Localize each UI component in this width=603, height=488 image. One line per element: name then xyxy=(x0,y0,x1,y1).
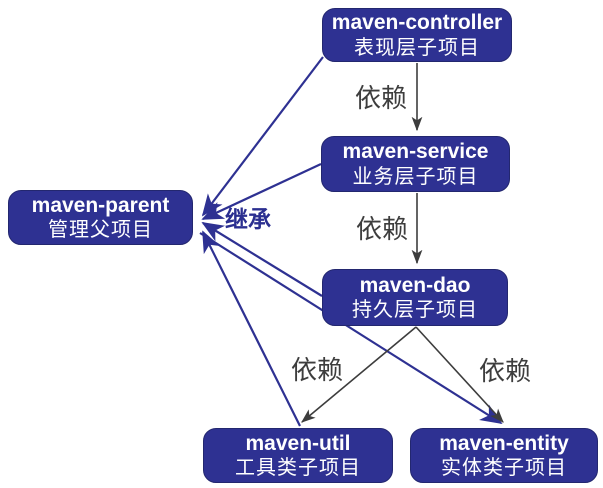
node-title: maven-util xyxy=(245,431,351,455)
edge-label-depend-dao-util: 依赖 xyxy=(291,355,343,385)
node-maven-dao: maven-dao 持久层子项目 xyxy=(322,269,508,326)
edge-parent-to-entity-inherit xyxy=(199,232,503,424)
edge-dao-to-entity-depend xyxy=(415,326,504,423)
node-title: maven-parent xyxy=(31,193,170,217)
node-title: maven-controller xyxy=(331,11,503,35)
node-subtitle: 业务层子项目 xyxy=(352,165,479,188)
node-title: maven-entity xyxy=(439,431,569,455)
node-title: maven-service xyxy=(342,140,489,164)
edge-label-inherit: 继承 xyxy=(225,206,271,232)
node-maven-service: maven-service 业务层子项目 xyxy=(321,136,510,192)
node-subtitle: 实体类子项目 xyxy=(441,457,567,480)
node-subtitle: 工具类子项目 xyxy=(235,457,361,480)
node-maven-util: maven-util 工具类子项目 xyxy=(203,428,393,483)
edge-service-to-parent-inherit xyxy=(201,163,322,220)
edge-label-depend-dao-entity: 依赖 xyxy=(479,356,531,386)
node-title: maven-dao xyxy=(359,273,471,297)
node-maven-controller: maven-controller 表现层子项目 xyxy=(322,8,512,62)
node-maven-parent: maven-parent 管理父项目 xyxy=(8,190,193,245)
node-maven-entity: maven-entity 实体类子项目 xyxy=(410,428,598,483)
node-subtitle: 表现层子项目 xyxy=(354,36,480,59)
node-subtitle: 管理父项目 xyxy=(48,219,153,242)
edge-dao-to-parent-inherit xyxy=(201,222,323,297)
edge-label-depend-service-dao: 依赖 xyxy=(356,214,408,244)
node-subtitle: 持久层子项目 xyxy=(352,299,478,322)
edge-label-depend-controller-service: 依赖 xyxy=(355,83,407,113)
edge-controller-to-parent-inherit xyxy=(201,56,324,217)
edge-util-to-parent-inherit xyxy=(202,230,301,427)
edge-dao-to-util-depend xyxy=(301,326,417,423)
